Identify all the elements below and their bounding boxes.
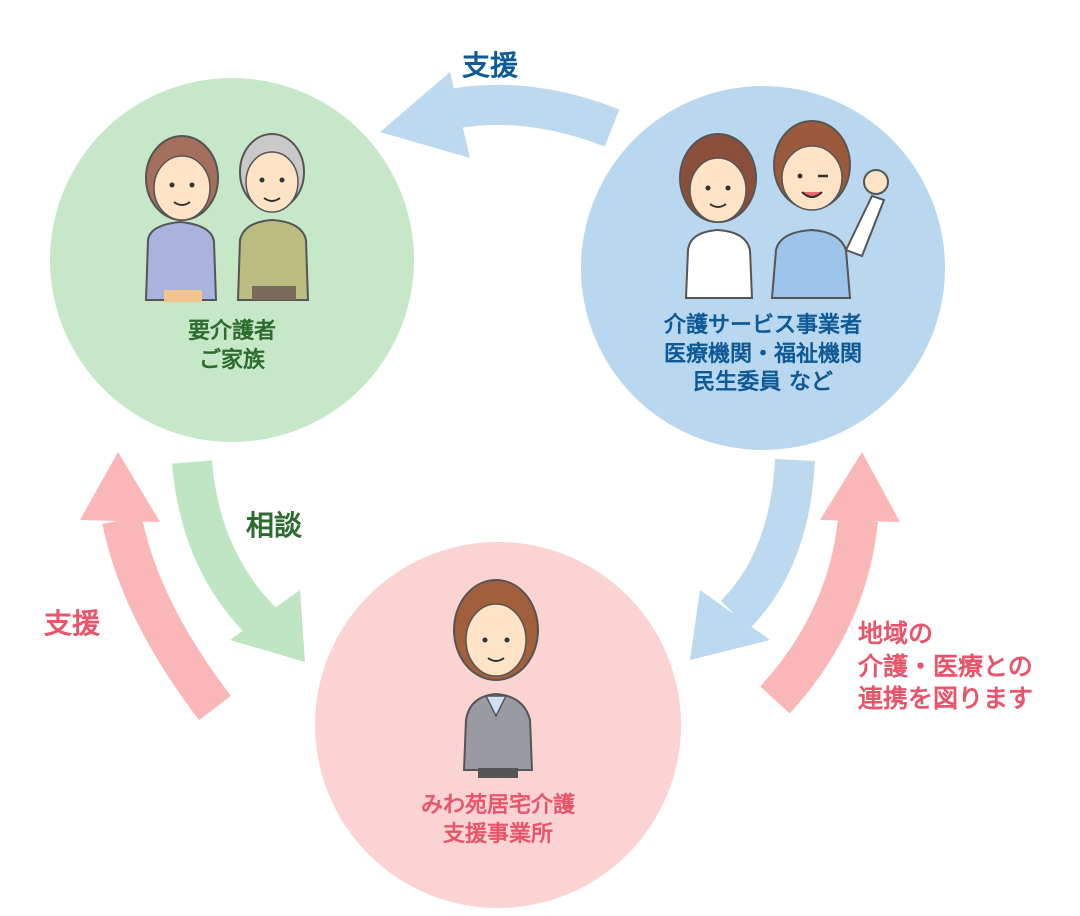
family-label: 要介護者 ご家族 <box>188 318 276 375</box>
providers-label-line1: 介護サービス事業者 <box>663 313 863 338</box>
family-label-line2: ご家族 <box>198 347 266 373</box>
arrow-family-to-office <box>172 460 305 662</box>
providers-label-line3: 民生委員 など <box>693 370 833 396</box>
edge-label-office-to-providers-line1: 地域の <box>858 619 934 648</box>
elderly-couple-icon <box>144 133 310 302</box>
edge-label-family-to-office: 相談 <box>246 509 303 542</box>
providers-label-line2: 医療機関・福祉機関 <box>663 341 863 367</box>
nurse-and-caregiver-icon <box>679 120 889 299</box>
arrow-office-to-providers <box>760 452 900 714</box>
office-label-line2: 支援事業所 <box>442 821 554 847</box>
edge-label-office-to-providers: 地域の 介護・医療との 連携を図ります <box>858 618 1033 716</box>
providers-circle <box>581 86 945 450</box>
office-label-line1: みわ苑居宅介護 <box>420 793 576 818</box>
providers-label: 介護サービス事業者 医療機関・福祉機関 民生委員 など <box>664 312 862 398</box>
office-label: みわ苑居宅介護 支援事業所 <box>421 792 575 849</box>
arrow-office-to-family <box>80 452 231 721</box>
edge-label-office-to-family: 支援 <box>44 607 101 640</box>
arrow-providers-to-family <box>380 72 620 158</box>
care-manager-icon <box>453 579 539 778</box>
edge-label-providers-to-family: 支援 <box>462 49 519 82</box>
edge-label-office-to-providers-line2: 介護・医療との <box>858 651 1033 681</box>
family-circle <box>50 78 414 442</box>
edge-label-office-to-providers-line3: 連携を図ります <box>858 684 1034 713</box>
family-label-line1: 要介護者 <box>187 319 277 344</box>
arrow-providers-to-office <box>690 458 815 660</box>
